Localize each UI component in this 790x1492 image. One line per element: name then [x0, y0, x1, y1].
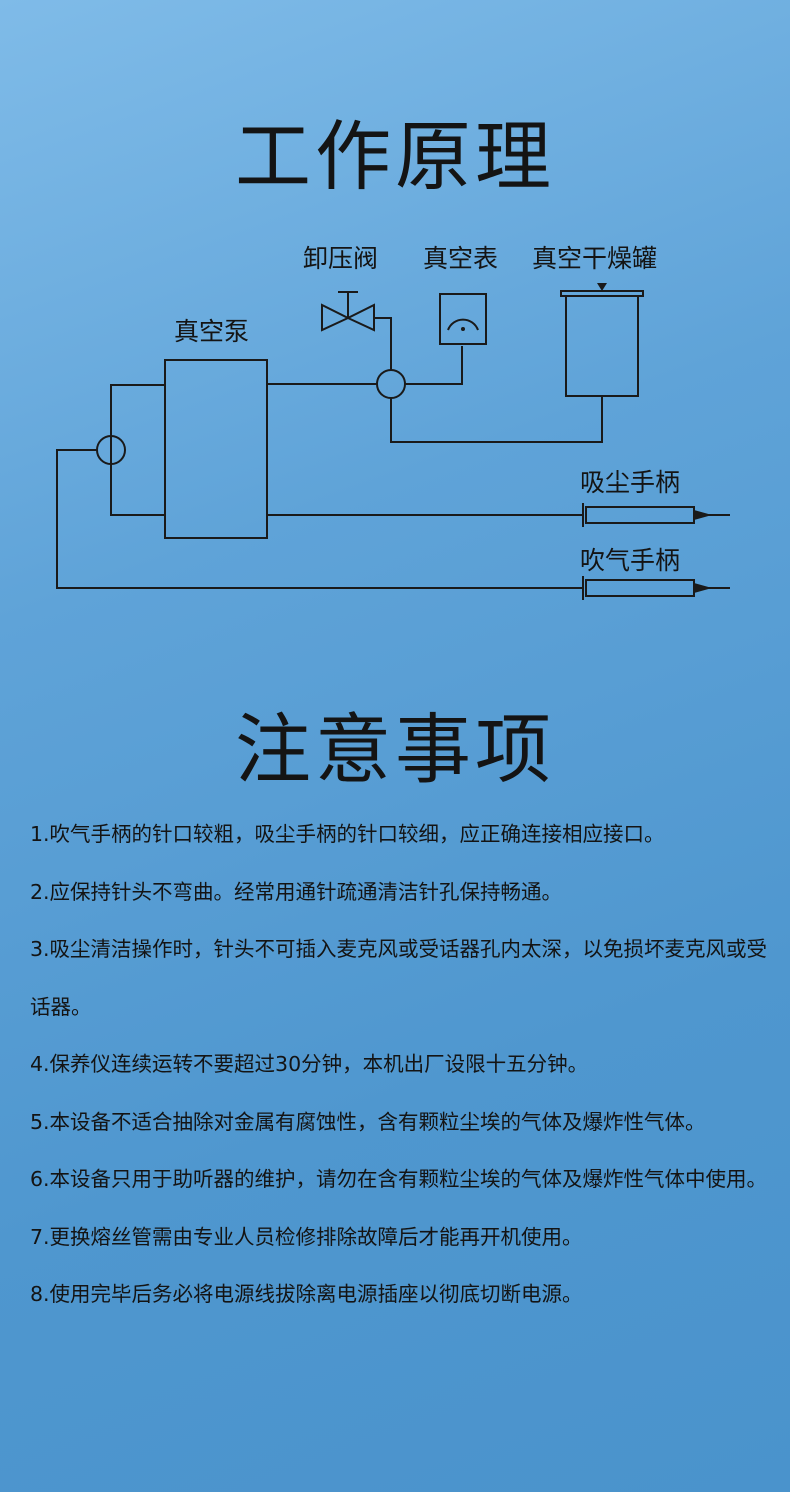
dryer-line [390, 396, 603, 443]
relief-valve-left [321, 303, 351, 332]
vacuum-gauge-dial [447, 318, 479, 331]
vacuum-pump-body [164, 359, 268, 539]
vacuum-gauge-box [439, 293, 487, 345]
label-vacuum-dryer: 真空干燥罐 [532, 244, 657, 273]
precautions-title: 注意事项 [235, 705, 555, 794]
blow-handle-barrel [585, 579, 695, 597]
suction-handle-barrel [585, 506, 695, 524]
blow-handle-tip [694, 583, 712, 593]
working-principle-diagram: 真空泵 卸压阀 真空表 真空干燥罐 吸尘手柄 吹气手柄 [56, 244, 730, 600]
precaution-item-8: 8.使用完毕后务必将电源线拔除离电源插座以彻底切断电源。 [30, 1282, 583, 1306]
label-relief-valve: 卸压阀 [303, 244, 378, 273]
working-principle-title: 工作原理 [235, 112, 555, 201]
relief-valve-right [345, 303, 375, 332]
vacuum-gauge-needle-dot [461, 327, 465, 331]
vacuum-dryer-lid [560, 290, 644, 297]
suction-handle-tip [694, 510, 712, 520]
vacuum-dryer-body [565, 295, 639, 397]
blow-line [56, 449, 583, 589]
precaution-item-7: 7.更换熔丝管需由专业人员检修排除故障后才能再开机使用。 [30, 1224, 583, 1249]
vacuum-dryer-knob [597, 283, 607, 291]
precaution-item-1: 1.吹气手柄的针口较粗，吸尘手柄的针口较细，应正确连接相应接口。 [30, 822, 665, 846]
right-connector-circle [376, 369, 406, 399]
label-vacuum-gauge: 真空表 [423, 244, 498, 273]
precaution-item-5: 5.本设备不适合抽除对金属有腐蚀性，含有颗粒尘埃的气体及爆炸性气体。 [30, 1109, 706, 1134]
precaution-item-4: 4.保养仪连续运转不要超过30分钟，本机出厂设限十五分钟。 [30, 1052, 589, 1076]
precaution-item-6: 6.本设备只用于助听器的维护，请勿在含有颗粒尘埃的气体及爆炸性气体中使用。 [30, 1167, 768, 1191]
gauge-line [405, 346, 463, 385]
label-vacuum-pump: 真空泵 [174, 317, 249, 346]
precaution-item-3: 3.吸尘清洁操作时，针头不可插入麦克风或受话器孔内太深，以免损坏麦克风或受话器。 [30, 937, 768, 1019]
label-blow-handle: 吹气手柄 [580, 546, 680, 575]
valve-line [374, 317, 392, 370]
label-suction-handle: 吸尘手柄 [580, 468, 680, 497]
pump-left-loop [110, 384, 165, 516]
precautions-list: 1.吹气手柄的针口较粗，吸尘手柄的针口较细，应正确连接相应接口。 2.应保持针头… [30, 806, 775, 1324]
precaution-item-2: 2.应保持针头不弯曲。经常用通针疏通清洁针孔保持畅通。 [30, 879, 563, 904]
